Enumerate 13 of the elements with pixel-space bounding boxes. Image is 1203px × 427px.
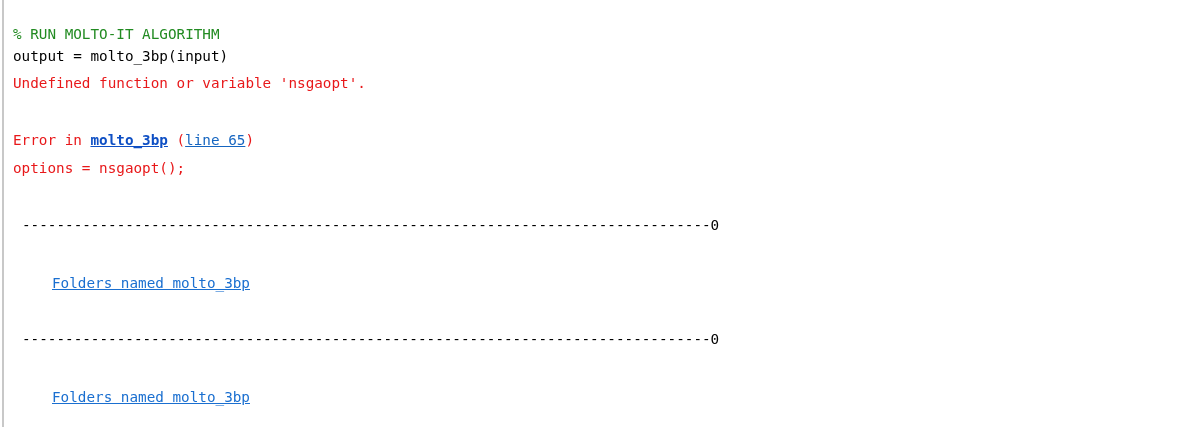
error-message: Undefined function or variable 'nsgaopt'. [13, 74, 366, 92]
folder-link: Folders named molto_3bp [52, 388, 250, 406]
error-code-line: options = nsgaopt(); [13, 159, 186, 177]
code-line: output = molto_3bp(input) [13, 47, 229, 65]
separator-text: --------------------------------------------------------------------------------0 [22, 216, 720, 234]
error-text: ( [176, 131, 186, 149]
separator-text: --------------------------------------------------------------------------------0 [22, 330, 720, 348]
function-link: molto_3bp [90, 131, 168, 149]
folder-link: Folders named molto_3bp [52, 274, 250, 292]
code-comment: % RUN MOLTO-IT ALGORITHM [13, 25, 220, 43]
line-link: line 65 [185, 131, 246, 149]
error-text: ) [245, 131, 254, 149]
error-text: Error in [13, 131, 82, 149]
